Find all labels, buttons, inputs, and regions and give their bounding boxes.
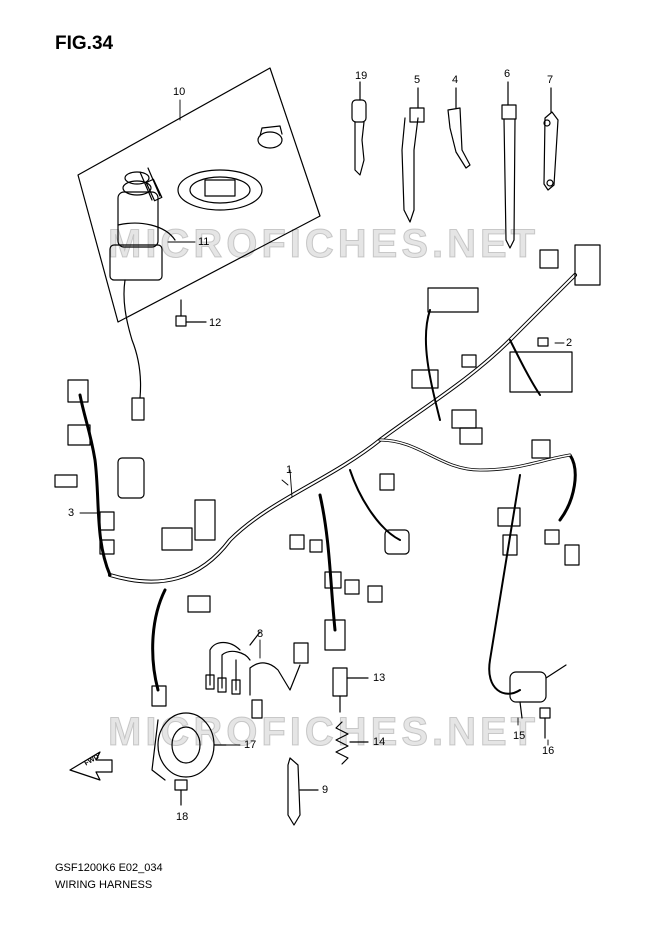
switch-15 xyxy=(509,664,567,719)
leader-lines xyxy=(79,99,565,746)
bolt-12 xyxy=(175,299,207,327)
callout-9: 9 xyxy=(322,784,329,796)
callout-6: 6 xyxy=(504,68,511,80)
callout-16: 16 xyxy=(542,745,555,757)
callout-5: 5 xyxy=(414,74,421,86)
clamp-7 xyxy=(543,87,559,191)
clamp-9 xyxy=(287,757,319,826)
key-19 xyxy=(351,81,367,176)
callout-12: 12 xyxy=(209,317,222,329)
callout-1: 1 xyxy=(286,464,293,476)
callout-8: 8 xyxy=(257,628,264,640)
callout-19: 19 xyxy=(355,70,368,82)
callout-4: 4 xyxy=(452,74,459,86)
watermark-bottom: MICROFICHES.NET xyxy=(107,710,540,755)
callout-3: 3 xyxy=(68,507,75,519)
model-code: GSF1200K6 E02_034 xyxy=(55,862,163,874)
section-name: WIRING HARNESS xyxy=(55,879,153,891)
callout-11: 11 xyxy=(198,236,210,248)
callout-17: 17 xyxy=(244,739,257,751)
clamp-5 xyxy=(401,87,425,223)
tie-band-6 xyxy=(501,81,517,249)
clamp-4 xyxy=(447,87,471,169)
callout-2: 2 xyxy=(566,337,573,349)
switch-13 xyxy=(332,667,369,713)
callout-15: 15 xyxy=(513,730,526,742)
ignition-switch-set xyxy=(77,67,321,421)
screw-16 xyxy=(539,707,551,739)
figure-title: FIG.34 xyxy=(55,33,114,54)
callout-7: 7 xyxy=(547,74,554,86)
bolt-18 xyxy=(174,779,188,806)
fwd-arrow xyxy=(69,751,113,781)
horn-17 xyxy=(151,712,227,781)
wiring-harness-1 xyxy=(54,244,601,707)
lead-wire-8 xyxy=(205,631,309,719)
callout-13: 13 xyxy=(373,672,386,684)
spring-14 xyxy=(335,721,369,765)
watermark-top: MICROFICHES.NET xyxy=(107,222,540,267)
callout-14: 14 xyxy=(373,736,386,748)
callout-18: 18 xyxy=(176,811,189,823)
callout-10: 10 xyxy=(173,86,186,98)
